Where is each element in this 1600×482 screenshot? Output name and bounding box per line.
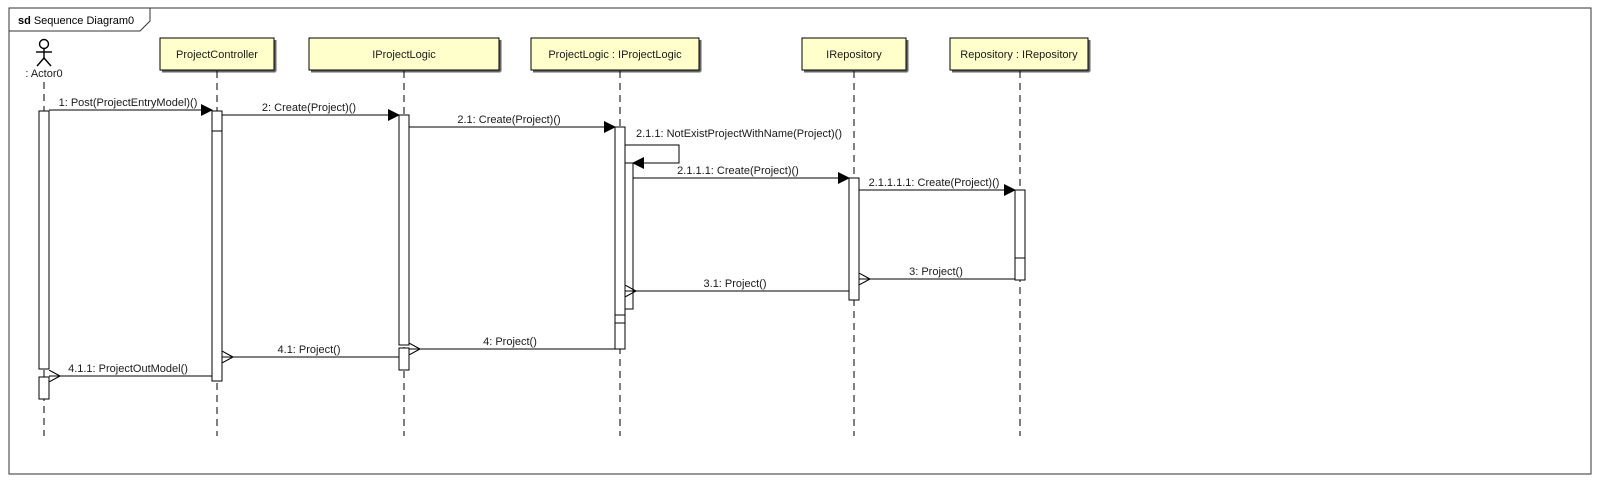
actor-label: : Actor0 [25,68,62,80]
activation-bar [624,162,634,310]
message-3-return: 3: Project() [859,266,1015,279]
message-label: 3.1: Project() [704,278,767,290]
actor-icon [36,38,52,67]
activation-bar [398,347,410,371]
message-2-1-1-self: 2.1.1: NotExistProjectWithName(Project)(… [625,128,842,169]
message-1: 1: Post(ProjectEntryModel)() [49,97,213,116]
lifeline-label: ProjectLogic : IProjectLogic [548,49,682,61]
diagram-frame [8,7,1592,475]
message-label: 4.1: Project() [278,344,341,356]
lifeline-label: ProjectController [176,49,258,61]
message-4-return: 4: Project() [409,336,615,349]
activation-bar [38,376,50,400]
message-2-1-1-1: 2.1.1.1: Create(Project)() [633,165,850,184]
message-label: 2.1.1.1: Create(Project)() [677,165,799,177]
lifeline-projectcontroller: ProjectController [159,37,277,73]
message-label: 3: Project() [909,266,963,278]
activation-bar [1014,189,1026,281]
message-4-1-return: 4.1: Project() [222,344,399,357]
message-label: 2.1: Create(Project)() [457,114,560,126]
message-2-1-1-1-1: 2.1.1.1.1: Create(Project)() [859,177,1016,196]
activation-bar [614,126,626,350]
lifeline-projectlogic: ProjectLogic : IProjectLogic [530,37,702,73]
lifeline-repository: Repository : IRepository [949,37,1091,73]
message-label: 2: Create(Project)() [262,102,356,114]
message-4-1-1-return: 4.1.1: ProjectOutModel() [49,363,212,376]
frame-name: Sequence Diagram0 [34,15,134,27]
lifeline-irepository: IRepository [801,37,909,73]
lifeline-label: IRepository [826,49,882,61]
frame-keyword: sd [18,15,31,27]
message-3-1-return: 3.1: Project() [625,278,849,291]
message-2-1: 2.1: Create(Project)() [409,114,616,133]
message-label: 1: Post(ProjectEntryModel)() [59,97,198,109]
activation-bar [38,110,50,370]
message-label: 2.1.1: NotExistProjectWithName(Project)(… [636,128,842,140]
activation-bar [398,114,410,346]
frame-tab [9,8,151,32]
lifeline-iprojectlogic: IProjectLogic [308,37,502,73]
activation-bar [848,177,860,301]
lifeline-label: IProjectLogic [372,49,436,61]
message-label: 2.1.1.1.1: Create(Project)() [869,177,1000,189]
message-2: 2: Create(Project)() [222,102,400,121]
message-label: 4.1.1: ProjectOutModel() [68,363,188,375]
lifeline-label: Repository : IRepository [960,49,1078,61]
message-label: 4: Project() [483,336,537,348]
activation-bar [211,110,223,382]
